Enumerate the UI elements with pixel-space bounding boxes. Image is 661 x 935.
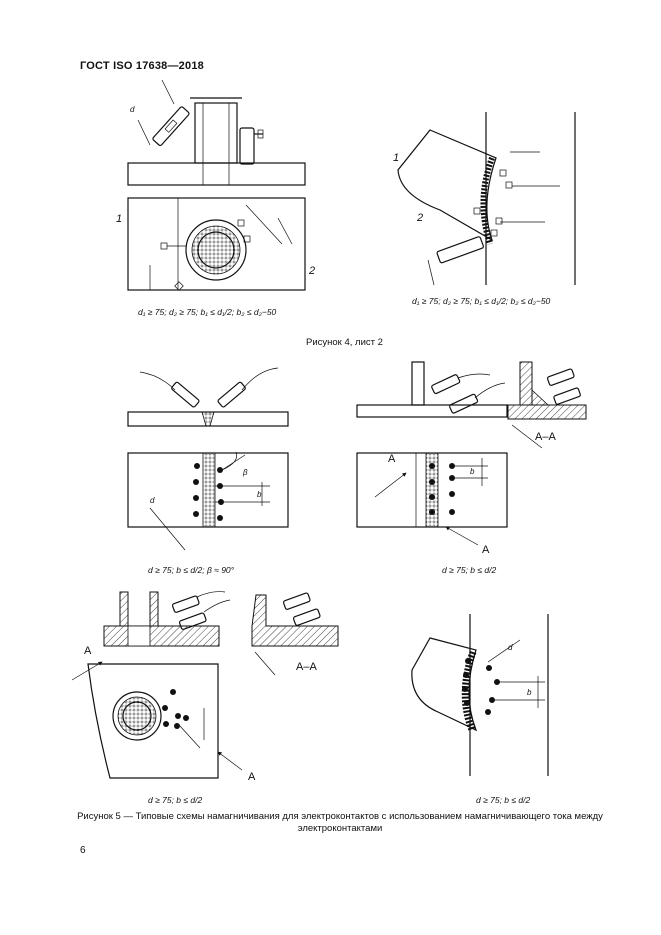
fig5-pipe-arrow-label-bottom: A [248, 771, 256, 783]
svg-text:2: 2 [308, 265, 315, 277]
svg-text:d: d [508, 643, 513, 652]
fig4-right-caption: d₁ ≥ 75; d₂ ≥ 75; b₁ ≤ d₁/2; b₂ ≤ d₂−50 [412, 296, 551, 306]
fig5-pipe-arrow-label-top: A [84, 645, 92, 657]
fig5-caption: Рисунок 5 — Типовые схемы намагничивания… [77, 811, 603, 834]
fig5-tee-arrow-label-top: A [388, 453, 396, 465]
fig5-pipe-section-label: A–A [296, 661, 317, 673]
fig5-branch-caption: d ≥ 75; b ≤ d/2 [476, 795, 531, 805]
fig4-left-drawing: d 1 2 [116, 79, 315, 291]
page-number: 6 [80, 845, 86, 856]
svg-text:d: d [150, 496, 155, 505]
fig5-tee-section-label: A–A [535, 431, 556, 443]
svg-text:d: d [130, 105, 135, 114]
svg-text:1: 1 [393, 152, 399, 164]
svg-text:β: β [242, 468, 248, 477]
fig5-tee-arrow-label-bottom: A [482, 544, 490, 556]
svg-text:b: b [527, 688, 532, 697]
svg-text:2: 2 [416, 212, 423, 224]
svg-text:b: b [470, 467, 475, 476]
fig5-pipe-drawing [71, 591, 339, 779]
fig5-branch-drawing: b d [411, 614, 549, 776]
fig5-butt-drawing: b β d [127, 367, 289, 551]
fig4-left-caption: d₁ ≥ 75; d₂ ≥ 75; b₁ ≤ d₁/2; b₂ ≤ d₂−50 [138, 307, 277, 317]
svg-text:1: 1 [116, 213, 122, 225]
fig4-right-drawing: 1 2 [393, 112, 576, 286]
document-header: ГОСТ ISO 17638—2018 [80, 60, 204, 72]
fig5-tee-caption: d ≥ 75; b ≤ d/2 [442, 565, 497, 575]
svg-text:b: b [257, 490, 262, 499]
fig4-title: Рисунок 4, лист 2 [306, 337, 383, 348]
fig5-butt-caption: d ≥ 75; b ≤ d/2; β ≈ 90° [148, 565, 235, 575]
fig5-tee-drawing: b [356, 361, 587, 546]
fig5-pipe-caption: d ≥ 75; b ≤ d/2 [148, 795, 203, 805]
